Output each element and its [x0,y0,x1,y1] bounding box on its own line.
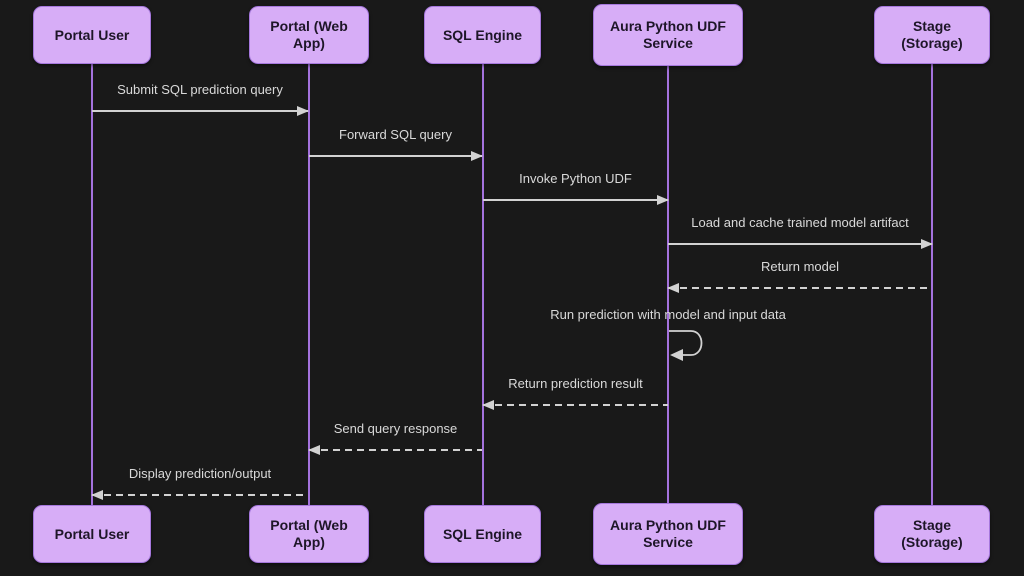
lifeline-stage-storage [931,60,933,510]
message-run-prediction-with-model-and-input-data: Run prediction with model and input data [550,307,786,322]
actor-box-portal-user-top: Portal User [33,6,151,64]
lifeline-sql-engine [482,60,484,510]
arrow-head-icon [471,151,483,161]
message-label: Display prediction/output [128,466,272,481]
self-loop-arrow-icon [669,330,703,361]
message-line [482,400,668,410]
message-label: Load and cache trained model artifact [691,215,909,230]
message-line [308,445,482,455]
actor-box-portal-user-bottom: Portal User [33,505,151,563]
actor-box-aura-python-udf-service-top: Aura Python UDF Service [593,4,743,66]
arrow-head-icon [657,195,669,205]
message-label: Submit SQL prediction query [117,82,283,97]
arrow-head-icon [308,445,320,455]
actor-label-sql-engine: SQL Engine [442,525,523,542]
message-label: Forward SQL query [339,127,452,142]
actor-box-sql-engine-top: SQL Engine [424,6,541,64]
actor-label-stage-storage: Stage (Storage) [901,517,963,550]
actor-label-portal-web-app: Portal (Web App) [270,18,348,51]
message-line [92,106,309,116]
arrow-head-icon [667,283,679,293]
actor-label-portal-user: Portal User [54,525,130,542]
actor-box-sql-engine-bottom: SQL Engine [424,505,541,563]
arrow-head-icon [921,239,933,249]
lifeline-portal-web-app [308,60,310,510]
message-line [483,195,669,205]
message-line [309,151,483,161]
arrow-head-icon [482,400,494,410]
message-line [668,239,933,249]
actor-label-aura-python-udf-service: Aura Python UDF Service [610,517,726,550]
actor-box-portal-web-app-bottom: Portal (Web App) [249,505,369,563]
actor-label-stage-storage: Stage (Storage) [901,18,963,51]
actor-label-sql-engine: SQL Engine [442,26,523,43]
message-label: Send query response [333,421,458,436]
actor-box-stage-storage-top: Stage (Storage) [874,6,990,64]
lifeline-portal-user [91,60,93,510]
message-label: Invoke Python UDF [519,171,632,186]
actor-box-portal-web-app-top: Portal (Web App) [249,6,369,64]
arrow-head-icon [91,490,103,500]
message-label: Return prediction result [508,376,643,391]
actor-label-portal-user: Portal User [54,26,130,43]
message-label: Return model [760,259,840,274]
message-line [667,283,932,293]
actor-label-aura-python-udf-service: Aura Python UDF Service [610,18,726,51]
message-line [91,490,308,500]
actor-label-portal-web-app: Portal (Web App) [270,517,348,550]
actor-box-aura-python-udf-service-bottom: Aura Python UDF Service [593,503,743,565]
arrow-head-icon [297,106,309,116]
actor-box-stage-storage-bottom: Stage (Storage) [874,505,990,563]
